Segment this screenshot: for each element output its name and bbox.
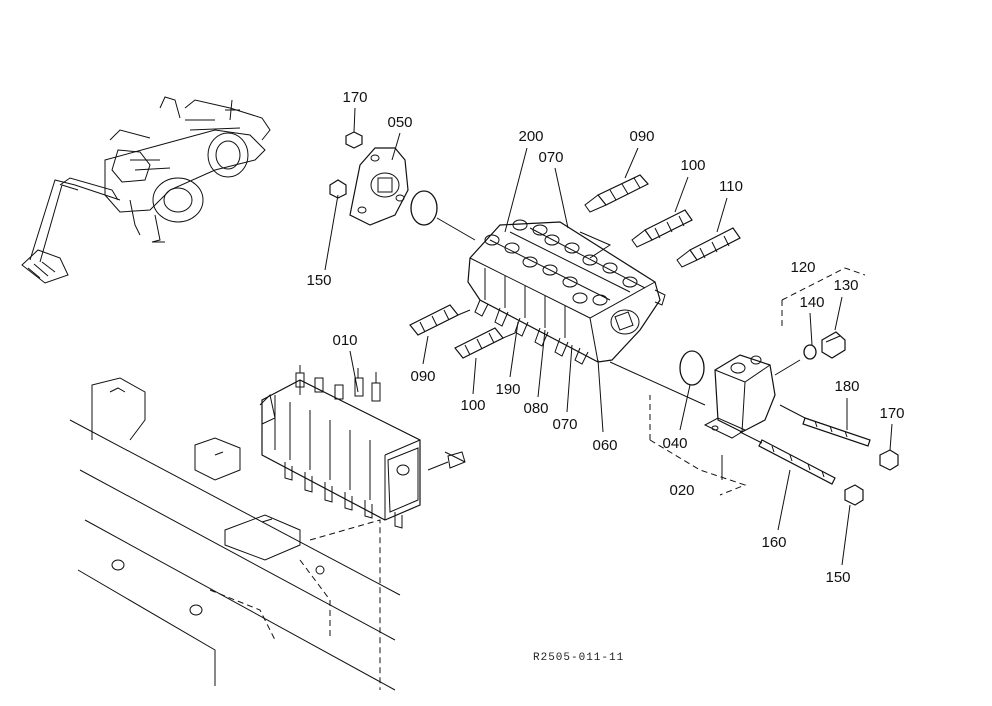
valve-spool-ends bbox=[284, 462, 403, 529]
plug-130 bbox=[821, 331, 846, 359]
part-callout-090: 090 bbox=[410, 368, 435, 385]
drawing-code: R2505-011-11 bbox=[533, 652, 624, 664]
callout-leader-line bbox=[841, 504, 851, 566]
part-callout-080: 080 bbox=[523, 400, 548, 417]
nut-150-lower bbox=[844, 484, 864, 506]
part-callout-140: 140 bbox=[799, 294, 824, 311]
callout-leader-line bbox=[834, 296, 843, 331]
callout-leader-line bbox=[353, 107, 356, 133]
part-callout-110: 110 bbox=[719, 178, 743, 195]
cover-plate-050 bbox=[349, 147, 409, 226]
callout-leader-line bbox=[509, 321, 519, 378]
callout-labels: 170 050 150 200 070 090 100 110 120 140 130 180 170 0… bbox=[306, 89, 904, 586]
part-callout-150: 150 bbox=[306, 272, 331, 289]
callout-leader-line bbox=[537, 329, 546, 398]
end-block-020 bbox=[703, 354, 776, 439]
callout-leader-line bbox=[554, 167, 569, 229]
callout-leader-line bbox=[679, 384, 691, 431]
nut-150-upper bbox=[329, 179, 347, 199]
part-callout-090: 090 bbox=[629, 128, 654, 145]
part-callout-010: 010 bbox=[332, 332, 357, 349]
part-callout-170: 170 bbox=[879, 405, 904, 422]
valve-ports bbox=[484, 219, 638, 306]
part-callout-040: 040 bbox=[662, 435, 687, 452]
callout-leader-line bbox=[889, 423, 893, 451]
callout-leader-line bbox=[422, 335, 429, 365]
relief-valve-090-lower bbox=[409, 304, 471, 336]
part-callout-200: 200 bbox=[518, 128, 543, 145]
callout-leader-line bbox=[504, 147, 528, 233]
part-callout-070: 070 bbox=[552, 416, 577, 433]
rod-160 bbox=[758, 439, 836, 485]
part-callout-160: 160 bbox=[761, 534, 786, 551]
part-callout-020: 020 bbox=[669, 482, 694, 499]
relief-valve-100-upper bbox=[631, 209, 693, 248]
part-callout-180: 180 bbox=[834, 378, 859, 395]
nut-170-upper bbox=[345, 131, 363, 149]
callout-leader-line bbox=[472, 357, 477, 395]
nut-170-lower bbox=[879, 449, 899, 471]
callout-leader-line bbox=[777, 469, 791, 531]
o-ring-140 bbox=[803, 344, 817, 360]
part-callout-120: 120 bbox=[790, 259, 815, 276]
relief-valve-090-upper bbox=[584, 174, 649, 213]
callout-leader-line bbox=[324, 194, 339, 271]
relief-valve-110 bbox=[676, 227, 741, 268]
o-ring-upper bbox=[410, 190, 438, 226]
part-callout-050: 050 bbox=[387, 114, 412, 131]
callout-leader-line bbox=[349, 350, 359, 393]
callout-leader-line bbox=[809, 312, 813, 346]
control-valve-assembly-010 bbox=[259, 365, 466, 529]
relief-valve-100-lower bbox=[454, 327, 516, 359]
rod-180 bbox=[802, 417, 871, 447]
part-callout-170: 170 bbox=[342, 89, 367, 106]
part-callout-070: 070 bbox=[538, 149, 563, 166]
valve-spool-tops bbox=[295, 365, 381, 402]
valve-body-stack bbox=[467, 219, 666, 365]
o-ring-040 bbox=[679, 350, 705, 386]
part-callout-100: 100 bbox=[460, 397, 485, 414]
part-callout-100: 100 bbox=[680, 157, 705, 174]
part-callout-150: 150 bbox=[825, 569, 850, 586]
callout-leader-line bbox=[597, 359, 604, 433]
callout-leader-line bbox=[674, 176, 689, 213]
part-callout-130: 130 bbox=[833, 277, 858, 294]
tractor-frame-illustration bbox=[69, 377, 401, 691]
part-callout-060: 060 bbox=[592, 437, 617, 454]
callout-leader-line bbox=[391, 132, 401, 161]
tractor-backhoe-illustration bbox=[21, 96, 271, 284]
part-callout-190: 190 bbox=[495, 381, 520, 398]
callout-leader-line bbox=[566, 344, 573, 413]
callout-leader-line bbox=[716, 197, 728, 233]
callout-leader-line bbox=[624, 147, 639, 179]
